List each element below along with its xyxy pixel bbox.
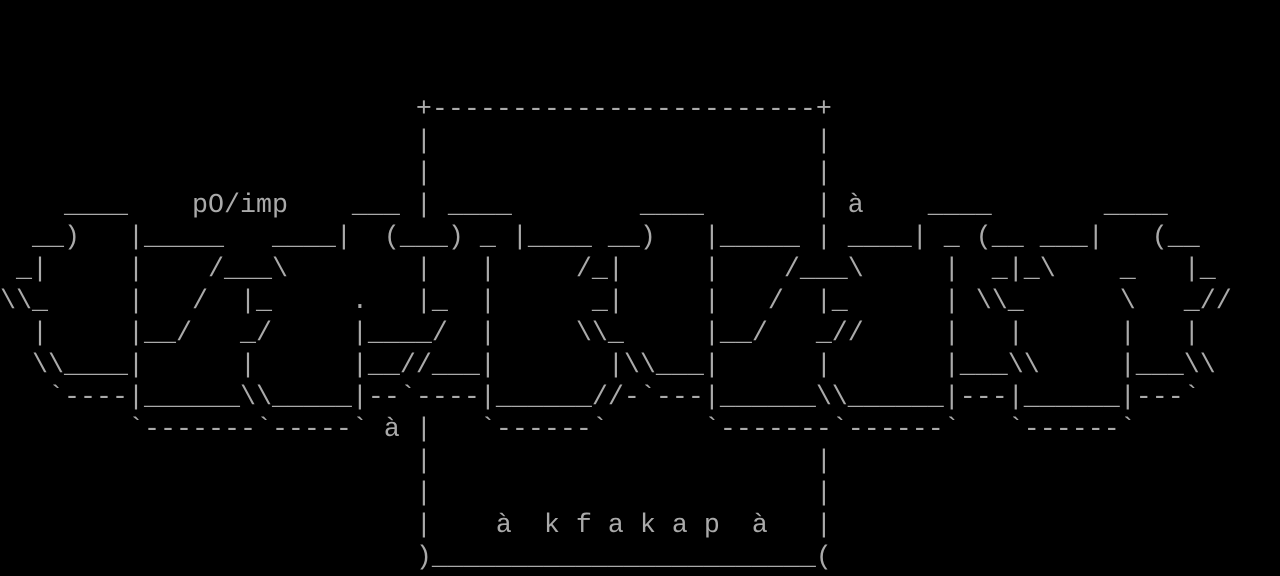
box-bottom-border: )________________________( (0, 544, 832, 574)
ascii-art-row: `-------`-----` à | `------` `-------`--… (0, 416, 1136, 446)
console-row (0, 32, 1280, 64)
box-top-border: +------------------------+ (0, 96, 832, 126)
box-caption-row: | à k f a k a p à | (0, 512, 832, 542)
console-row (0, 0, 1280, 32)
ascii-art-row: | |__/ _/ |____/ | \\_ |__/ _// | | | | (0, 320, 1200, 350)
ascii-art-row: `----|______\\_____|--`----|______//-`--… (0, 384, 1200, 414)
ascii-art-row: \\____| | |__//___| |\\___| | |___\\ |__… (0, 352, 1216, 382)
ascii-art-row: \\_ | / |_ . |_ | _| | / |_ | \\_ \ _// (0, 288, 1232, 318)
ascii-art-row: __) |_____ ____| (___) _ |____ __) |____… (0, 224, 1200, 254)
box-side-borders: | | (0, 160, 832, 190)
console-row (0, 64, 1280, 96)
box-side-borders: | | (0, 480, 832, 510)
box-side-borders: | | (0, 128, 832, 158)
ascii-art-row: ____ pO/imp ___ | ____ ____ | à ____ ___… (0, 192, 1168, 222)
ascii-art-row: _| | /___\ | | /_| | /___\ | _|_\ _ |_ (0, 256, 1216, 286)
box-side-borders: | | (0, 448, 832, 478)
